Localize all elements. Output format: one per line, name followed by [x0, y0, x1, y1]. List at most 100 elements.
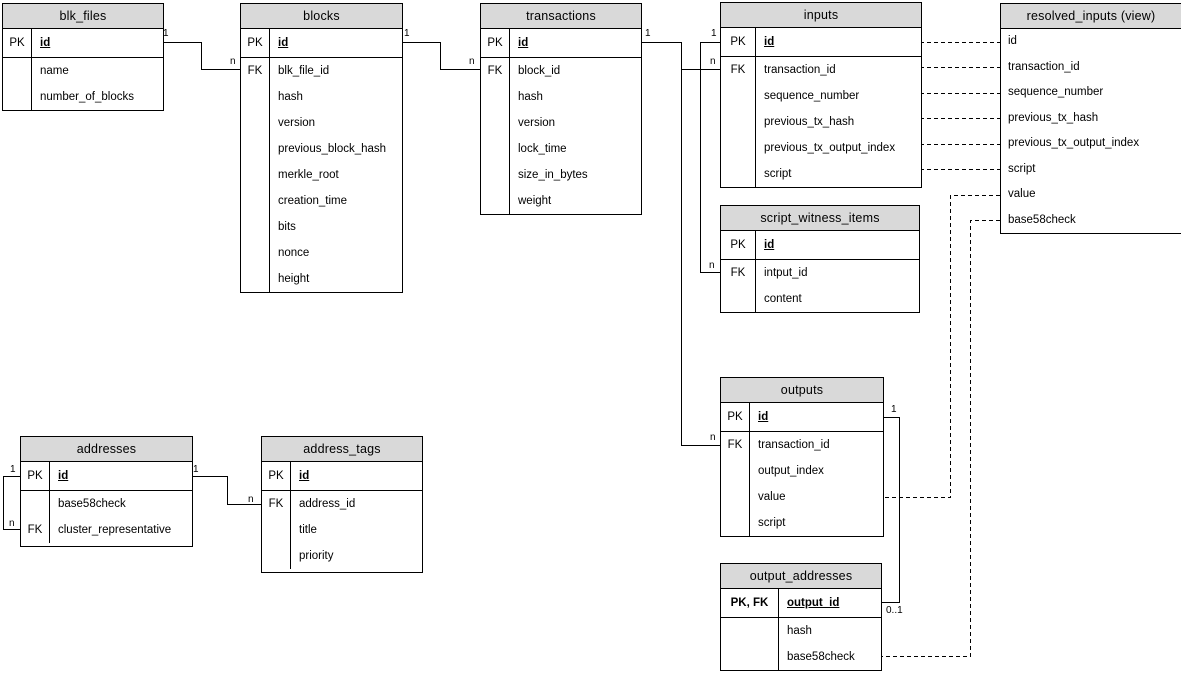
column-name: sequence_number — [764, 90, 860, 102]
columns-section: name number_of_blocks — [3, 58, 163, 110]
table-title: output_addresses — [721, 564, 881, 589]
column-name: id — [1008, 35, 1017, 47]
column-name: script — [764, 168, 792, 180]
pk-column-name: id — [299, 470, 310, 482]
column-name: previous_tx_output_index — [1008, 137, 1140, 149]
key-label: PK — [241, 29, 270, 57]
column-name: transaction_id — [764, 64, 836, 76]
table-title: addresses — [21, 437, 192, 462]
pk-column-name: id — [764, 36, 775, 48]
column-name: content — [764, 293, 802, 305]
link-outputs-output_addresses — [880, 417, 900, 603]
key-label: PK — [721, 28, 756, 56]
table-title: blk_files — [3, 4, 163, 29]
pk-row: PK id — [721, 231, 919, 260]
column-name: output_index — [758, 465, 824, 477]
column-name: sequence_number — [1008, 86, 1104, 98]
column-name: previous_tx_hash — [1008, 111, 1099, 124]
pk-row: PK, FK output_id — [721, 589, 881, 618]
link-blk_files-blocks — [162, 42, 240, 70]
pk-row: PK id — [721, 403, 883, 432]
link-inputs-script_witness_items — [700, 42, 720, 273]
pk-column-name: id — [758, 411, 769, 423]
link-blocks-transactions — [401, 42, 480, 70]
column-name: intput_id — [764, 267, 808, 279]
multiplicity-label: n — [710, 56, 716, 67]
column-name: hash — [787, 625, 812, 637]
multiplicity-label: 1 — [891, 404, 897, 415]
multiplicity-label: 1 — [404, 28, 410, 39]
multiplicity-label: 1 — [711, 28, 717, 39]
table-output_addresses: output_addresses PK, FK output_id hash ba… — [720, 563, 882, 671]
column-name: script — [758, 517, 786, 529]
fk-label — [721, 618, 779, 670]
column-name: transaction_id — [1008, 60, 1080, 73]
fk-label: FK — [721, 57, 756, 187]
column-name: merkle_root — [278, 169, 339, 181]
column-name: value — [1008, 188, 1036, 200]
column-name: bits — [278, 221, 296, 233]
multiplicity-label: 1 — [645, 28, 651, 39]
columns-section: FK base58check cluster_representative — [21, 491, 192, 546]
key-label: PK — [721, 231, 756, 259]
fk-label: FK — [721, 260, 756, 312]
column-name: version — [518, 117, 556, 129]
table-title: address_tags — [262, 437, 422, 462]
link-addresses-address_tags — [191, 476, 261, 505]
column-name: version — [278, 117, 316, 129]
column-name: height — [278, 273, 310, 285]
column-name: title — [299, 524, 317, 536]
fk-label: FK — [721, 432, 750, 536]
key-label: PK, FK — [721, 589, 779, 617]
multiplicity-label: n — [230, 56, 236, 67]
fk-label: FK — [241, 58, 270, 292]
viewlink-outputs-value — [882, 195, 1000, 498]
column-list: hash base58check — [779, 618, 855, 670]
pk-row: PK id — [721, 28, 921, 57]
column-name: name — [40, 65, 69, 77]
multiplicity-label: n — [709, 260, 715, 271]
columns-section: id transaction_id sequence_number previous_… — [1001, 29, 1181, 233]
pk-row: PK id — [262, 462, 422, 491]
column-name: script — [1008, 162, 1036, 175]
column-name: cluster_representative — [58, 524, 172, 536]
fk-label: FK — [21, 491, 50, 543]
multiplicity-label: n — [469, 56, 475, 67]
pk-column-name: id — [278, 37, 289, 49]
column-name: hash — [518, 91, 543, 103]
pk-row: PK id — [21, 462, 192, 491]
fk-label — [3, 58, 32, 110]
column-name: base58check — [787, 651, 855, 663]
column-name: number_of_blocks — [40, 91, 134, 103]
column-name: blk_file_id — [278, 65, 330, 77]
column-name: priority — [299, 550, 334, 562]
table-title: outputs — [721, 378, 883, 403]
column-name: base58check — [58, 498, 126, 510]
pk-column-name: id — [58, 470, 69, 482]
pk-column-name: id — [518, 37, 529, 49]
column-name: weight — [518, 195, 552, 207]
key-label: PK — [721, 403, 750, 431]
column-name: creation_time — [278, 195, 348, 207]
table-title: script_witness_items — [721, 206, 919, 231]
fk-label: FK — [262, 491, 291, 569]
column-list: name number_of_blocks — [32, 58, 134, 110]
key-label: PK — [481, 29, 510, 57]
link-transactions-outputs — [640, 42, 720, 446]
multiplicity-label: 1 — [163, 28, 169, 39]
multiplicity-label: 0..1 — [886, 605, 903, 616]
